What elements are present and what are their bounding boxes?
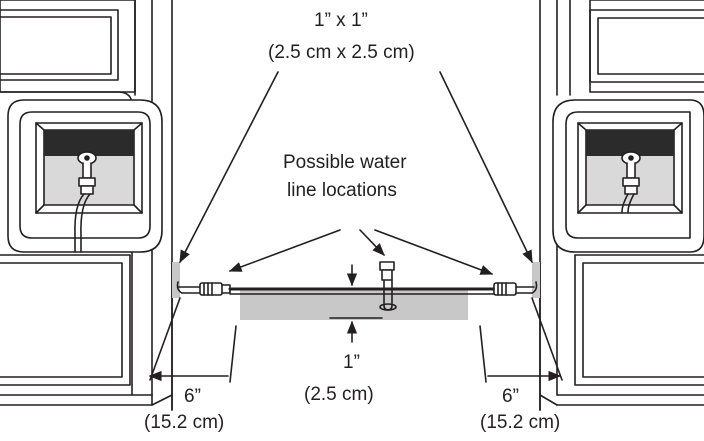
center-offset-metric-label: (2.5 cm) <box>304 384 374 405</box>
left-cabinet <box>0 0 173 411</box>
right-offset-metric-label: (15.2 cm) <box>480 412 561 433</box>
center-offset-label: 1” <box>343 352 360 373</box>
left-offset-metric-label: (15.2 cm) <box>144 412 225 433</box>
water-line-label-line1: Possible water <box>283 152 407 173</box>
water-line-label-line2: line locations <box>287 180 397 201</box>
annotations <box>148 71 562 383</box>
water-line <box>176 261 538 311</box>
left-offset-label: 6” <box>184 386 201 407</box>
left-outlet-box <box>7 99 163 253</box>
opening-size-label: 1” x 1” <box>314 10 368 31</box>
opening-size-metric-label: (2.5 cm x 2.5 cm) <box>268 42 415 63</box>
floor-area <box>149 261 563 411</box>
right-offset-label: 6” <box>502 386 519 407</box>
right-outlet-box <box>552 99 704 253</box>
right-cabinet <box>539 0 704 411</box>
